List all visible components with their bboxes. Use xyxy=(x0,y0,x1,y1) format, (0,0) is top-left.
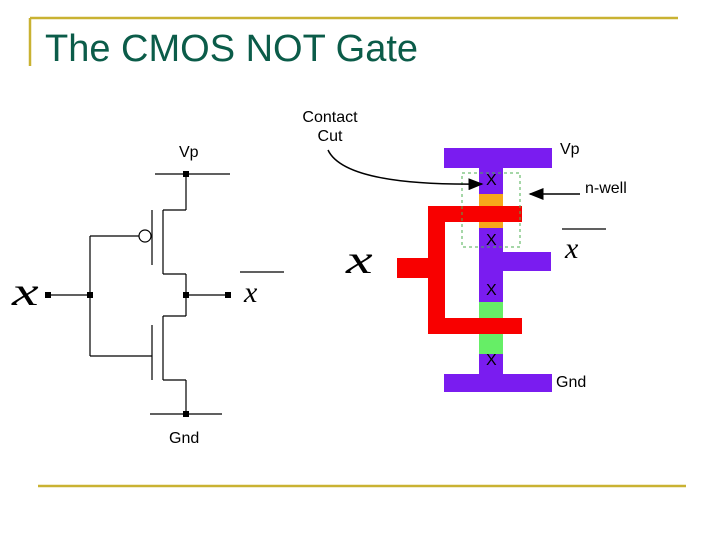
metal-output-vertical xyxy=(479,228,503,302)
p-diffusion-bottom xyxy=(479,222,503,228)
contact-mark-n-drain: X xyxy=(486,282,497,299)
layout-output-label: x xyxy=(565,232,579,265)
contact-cut-arrow xyxy=(327,149,484,191)
cmos-schematic xyxy=(48,173,284,415)
nwell-label: n-well xyxy=(585,180,627,197)
schematic-input-label: x xyxy=(12,269,39,314)
pmos-bubble xyxy=(138,229,152,243)
nmos-transistor xyxy=(151,315,186,381)
metal-vdd-bar xyxy=(444,148,552,168)
layout-vp-label: Vp xyxy=(560,141,580,158)
metal-output-arm xyxy=(503,252,551,271)
metal-gnd-stem xyxy=(479,354,503,374)
layout-gnd-label: Gnd xyxy=(556,374,587,391)
n-diffusion-top xyxy=(479,302,503,318)
slide-frame xyxy=(28,16,686,488)
contact-cut-label: Contact Cut xyxy=(302,109,358,145)
contact-mark-gnd: X xyxy=(486,352,497,369)
schematic-dots xyxy=(45,171,231,417)
contact-mark-vdd: X xyxy=(486,172,497,189)
layout-input-label: x xyxy=(346,237,373,282)
schematic-output-label: x xyxy=(244,276,258,309)
metal-gnd-bar xyxy=(444,374,552,392)
poly-gate xyxy=(397,206,522,334)
p-diffusion-top xyxy=(479,194,503,206)
cmos-layout xyxy=(397,148,606,392)
contact-mark-p-drain: X xyxy=(486,232,497,249)
page-title: The CMOS NOT Gate xyxy=(45,28,419,70)
schematic-vp-label: Vp xyxy=(179,144,199,161)
n-diffusion-bottom xyxy=(479,334,503,354)
pmos-transistor xyxy=(138,209,186,275)
schematic-gnd-label: Gnd xyxy=(169,430,200,447)
